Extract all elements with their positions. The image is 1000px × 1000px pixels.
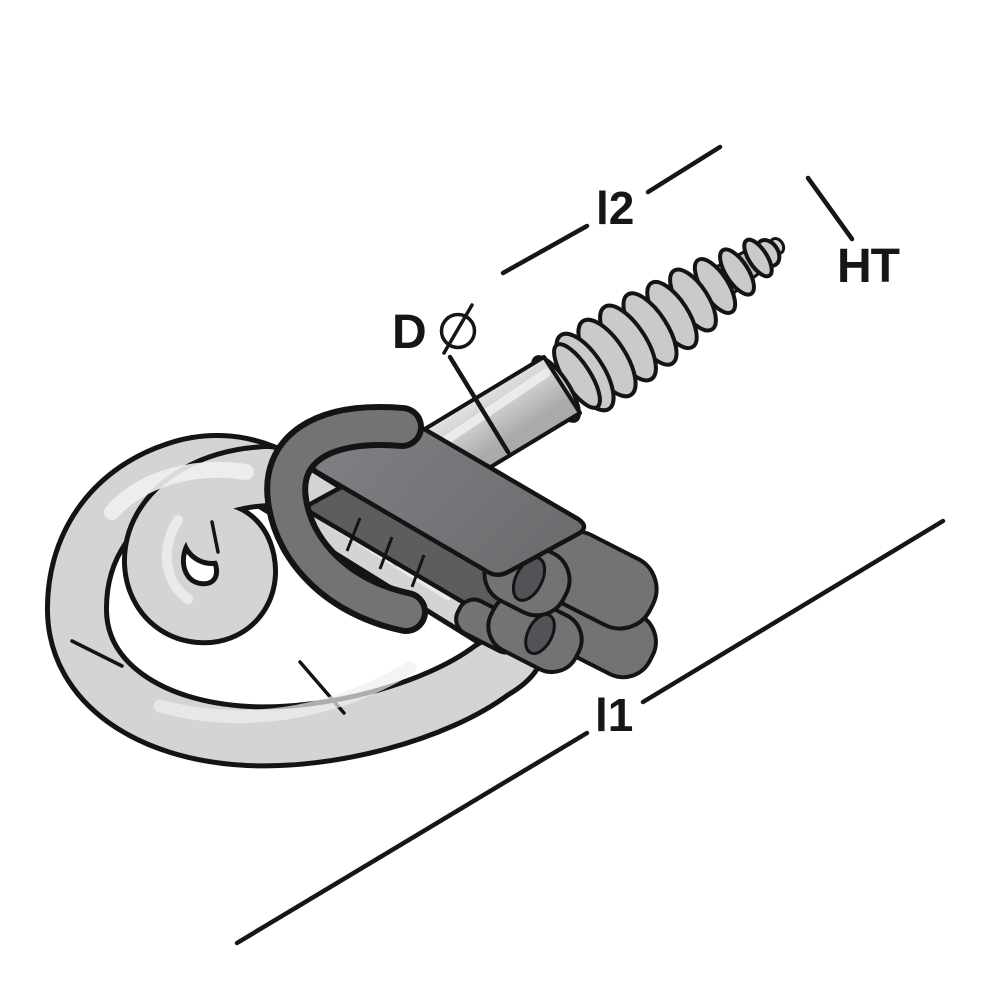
diameter-leader-line [447, 354, 511, 455]
dimension-line-l1 [234, 518, 946, 946]
label-l1: l1 [595, 689, 633, 741]
upper-hook-slot [511, 556, 547, 602]
label-ht: HT [837, 240, 900, 293]
eye-ring [45, 433, 547, 769]
screw-thread [554, 237, 774, 413]
shank-highlight [425, 368, 551, 456]
curl-highlight [161, 515, 193, 604]
ring-highlight [153, 661, 417, 724]
clamp-ribs [345, 517, 426, 588]
dimension-line-l2 [500, 144, 723, 276]
ring-highlight [104, 461, 254, 520]
screw [398, 237, 786, 502]
clamp [264, 404, 659, 680]
curl-end-seam [210, 520, 220, 554]
ht-leader-line [805, 175, 855, 242]
dimensions: l2 HT D l1 [234, 144, 946, 946]
ring-seam [70, 639, 124, 668]
label-l2: l2 [596, 182, 634, 234]
label-d: D [392, 306, 426, 359]
clamp-strap [264, 404, 428, 634]
ring-curl [127, 449, 295, 641]
lower-hook-slot [524, 613, 556, 655]
diameter-icon [439, 303, 477, 355]
